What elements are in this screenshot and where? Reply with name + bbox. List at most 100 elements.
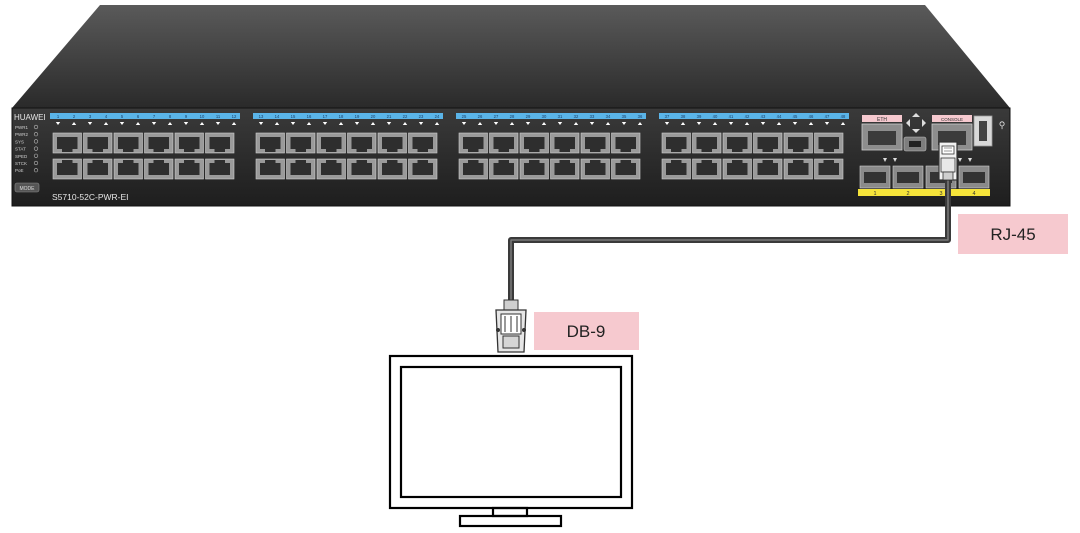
- rj45-port[interactable]: [255, 132, 285, 154]
- rj45-port[interactable]: [661, 132, 691, 154]
- sfp-label: 3: [939, 191, 942, 197]
- rj45-port[interactable]: [580, 158, 610, 180]
- rj45-port[interactable]: [814, 132, 844, 154]
- port-number: 17: [323, 114, 328, 119]
- rj45-port[interactable]: [316, 158, 346, 180]
- port-number: 6: [137, 114, 140, 119]
- port-arrow: [680, 122, 686, 125]
- sfp-port[interactable]: [958, 165, 990, 189]
- rj45-port[interactable]: [174, 132, 204, 154]
- rj45-port[interactable]: [489, 132, 519, 154]
- rj45-port[interactable]: [316, 132, 346, 154]
- port-number: 32: [574, 114, 579, 119]
- port-arrow: [183, 122, 189, 125]
- rj45-port[interactable]: [113, 158, 143, 180]
- rj45-port[interactable]: [489, 158, 519, 180]
- rj45-port[interactable]: [519, 132, 549, 154]
- port-arrow: [808, 122, 814, 125]
- port-number: 20: [371, 114, 376, 119]
- port-arrow: [290, 122, 296, 125]
- rj45-port[interactable]: [144, 132, 174, 154]
- port-arrow: [776, 122, 782, 125]
- rj45-port[interactable]: [458, 132, 488, 154]
- rj45-port[interactable]: [52, 158, 82, 180]
- port-number: 2: [73, 114, 76, 119]
- rj45-port[interactable]: [722, 132, 752, 154]
- port-number: 16: [307, 114, 312, 119]
- port-number: 41: [729, 114, 734, 119]
- rj45-port[interactable]: [52, 132, 82, 154]
- port-arrow: [824, 122, 830, 125]
- rj45-port[interactable]: [205, 158, 235, 180]
- rj45-port[interactable]: [408, 158, 438, 180]
- rj45-label-box: [958, 214, 1068, 254]
- rj45-port[interactable]: [783, 132, 813, 154]
- rj45-port[interactable]: [550, 158, 580, 180]
- eth-label: ETH: [877, 117, 887, 123]
- port-arrow: [167, 122, 173, 125]
- rj45-port[interactable]: [753, 132, 783, 154]
- rj45-port[interactable]: [255, 158, 285, 180]
- rj45-port[interactable]: [783, 158, 813, 180]
- rj45-port[interactable]: [611, 132, 641, 154]
- rj45-port[interactable]: [458, 158, 488, 180]
- port-number: 12: [232, 114, 237, 119]
- rj45-port[interactable]: [174, 158, 204, 180]
- port-number: 34: [606, 114, 611, 119]
- port-arrow: [696, 122, 702, 125]
- rj45-port[interactable]: [83, 132, 113, 154]
- rj45-port[interactable]: [286, 132, 316, 154]
- usb-socket: [979, 121, 987, 141]
- rj45-port[interactable]: [814, 158, 844, 180]
- sfp-port[interactable]: [892, 165, 924, 189]
- sfp-label: 2: [906, 191, 909, 197]
- port-arrow: [370, 122, 376, 125]
- rj45-port[interactable]: [144, 158, 174, 180]
- rj45-port[interactable]: [377, 158, 407, 180]
- rj45-port[interactable]: [692, 132, 722, 154]
- db9-label: DB-9: [567, 322, 606, 341]
- port-arrow: [119, 122, 125, 125]
- port-number: 5: [121, 114, 124, 119]
- rj45-port[interactable]: [661, 158, 691, 180]
- rj45-port[interactable]: [692, 158, 722, 180]
- rj45-port[interactable]: [753, 158, 783, 180]
- port-number: 37: [665, 114, 670, 119]
- rj45-port[interactable]: [113, 132, 143, 154]
- rj45-port[interactable]: [347, 132, 377, 154]
- direction-arrows: [906, 113, 926, 133]
- port-number: 25: [462, 114, 467, 119]
- rj45-port[interactable]: [550, 132, 580, 154]
- led-label: PoE: [15, 168, 24, 173]
- mode-button[interactable]: [14, 182, 40, 193]
- switch-top-cover: [12, 5, 1010, 108]
- rj45-port[interactable]: [83, 158, 113, 180]
- port-number-strip: [50, 113, 240, 119]
- port-number: 4: [105, 114, 108, 119]
- port-number: 33: [590, 114, 595, 119]
- rj45-port[interactable]: [205, 132, 235, 154]
- port-number: 7: [153, 114, 156, 119]
- port-number-strip: [253, 113, 443, 119]
- rj45-port[interactable]: [347, 158, 377, 180]
- port-number: 39: [697, 114, 702, 119]
- sfp-port[interactable]: [859, 165, 891, 189]
- port-arrow: [274, 122, 280, 125]
- rj45-port[interactable]: [580, 132, 610, 154]
- port-arrow: [541, 122, 547, 125]
- eth-label-strip: [862, 115, 902, 122]
- port-number-strip: [659, 113, 849, 119]
- rj45-port[interactable]: [408, 132, 438, 154]
- rj45-port[interactable]: [611, 158, 641, 180]
- rj45-port[interactable]: [377, 132, 407, 154]
- rj45-port[interactable]: [722, 158, 752, 180]
- db9-callout: DB-9: [534, 312, 639, 350]
- port-arrow: [792, 122, 798, 125]
- port-arrow: [103, 122, 109, 125]
- rj45-port[interactable]: [286, 158, 316, 180]
- port-number: 13: [259, 114, 264, 119]
- port-arrow: [744, 122, 750, 125]
- rj45-port[interactable]: [519, 158, 549, 180]
